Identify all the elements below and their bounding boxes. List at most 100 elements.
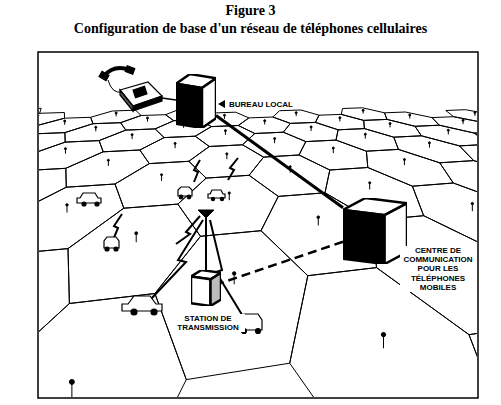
link-line — [221, 242, 343, 283]
antenna-tip — [409, 114, 411, 116]
cell-antenna — [226, 154, 227, 159]
hex-cell — [412, 183, 477, 253]
antenna-tip — [226, 153, 228, 155]
hex-cell — [99, 129, 164, 152]
cell-antenna — [333, 148, 334, 153]
node-label: CENTRE DE COMMUNICATION POUR LES TÉLÉPHO… — [400, 246, 476, 292]
cell-antenna — [296, 113, 297, 116]
antenna-tip — [223, 114, 225, 116]
antenna-tip — [332, 147, 334, 149]
cell-antenna — [175, 143, 176, 148]
antenna-tip — [69, 379, 74, 384]
figure-frame — [38, 52, 478, 398]
antenna-tip — [474, 111, 476, 113]
hex-cell — [121, 115, 174, 130]
antenna-tip — [147, 117, 149, 119]
cell-antenna — [274, 139, 275, 144]
building-block: BUREAU LOCAL — [176, 74, 216, 128]
figure-title: Figure 3 — [0, 3, 501, 19]
cell-antenna — [409, 115, 410, 118]
hex-cell — [238, 117, 290, 134]
antenna-tip — [339, 117, 341, 119]
hex-cell — [39, 108, 41, 121]
antenna-tip — [161, 174, 163, 176]
hex-cell — [474, 132, 477, 157]
box-face — [176, 84, 202, 128]
cell-antenna — [224, 115, 225, 119]
antenna-tip — [66, 204, 68, 206]
hex-cell — [115, 161, 206, 208]
cell-antenna — [116, 113, 117, 116]
hex-cell — [325, 168, 424, 221]
hex-cell — [39, 249, 69, 397]
hex-cell — [385, 112, 440, 126]
antenna-tip — [364, 133, 366, 135]
hex-cell — [283, 122, 338, 141]
hex-cell — [315, 114, 364, 129]
hex-cell — [39, 117, 93, 134]
antenna-tip — [228, 192, 230, 194]
antenna-tip — [264, 120, 266, 122]
antenna-tip — [64, 120, 66, 122]
hex-cell — [336, 129, 398, 152]
cell-antenna — [132, 135, 133, 139]
cell-antenna — [365, 134, 366, 138]
box-shape — [191, 270, 221, 306]
hex-cell — [65, 123, 126, 142]
telephone — [99, 66, 176, 111]
box-face — [202, 78, 216, 128]
radio-links — [113, 158, 244, 318]
hex-cell — [66, 150, 150, 187]
vehicles — [77, 187, 262, 334]
node-label: BUREAU LOCAL — [227, 100, 295, 109]
cell-antenna — [463, 120, 464, 124]
cell-antenna — [311, 127, 312, 131]
figure-subtitle: Configuration de base d'un réseau de tél… — [0, 21, 501, 37]
cell-antenna — [474, 112, 475, 115]
hex-cell — [39, 113, 64, 128]
antenna-mast — [198, 210, 214, 272]
hex-cell — [364, 119, 422, 137]
antenna-tip — [95, 126, 97, 128]
cell-antenna — [65, 149, 66, 154]
box-shape — [176, 74, 216, 128]
antenna-tip — [447, 129, 449, 131]
box-face — [211, 273, 222, 306]
cell-antenna — [264, 121, 265, 125]
hex-cell — [68, 204, 201, 303]
antenna-tip — [135, 232, 138, 235]
cell-antenna — [390, 124, 391, 128]
hex-cell — [366, 149, 453, 186]
cell-antenna — [147, 118, 148, 122]
antenna-tip — [403, 159, 405, 161]
antenna-tip — [389, 123, 391, 125]
node-label: STATION DE TRANSMISSION — [171, 314, 245, 332]
hex-cell — [273, 110, 319, 123]
antenna-tip — [362, 109, 364, 111]
antenna-tip — [310, 126, 312, 128]
hex-cell — [415, 125, 477, 146]
hex-cell — [440, 161, 477, 207]
cell-antenna — [95, 127, 96, 131]
box-shape — [343, 198, 407, 264]
building-block: STATION DE TRANSMISSION — [191, 270, 221, 306]
hex-cells — [39, 108, 477, 397]
hex-cell — [394, 136, 474, 163]
cell-antenna — [363, 110, 364, 113]
cell-antenna — [404, 160, 405, 166]
building-block: CENTRE DE COMMUNICATION POUR LES TÉLÉPHO… — [343, 198, 407, 264]
pointer-arrow — [218, 100, 225, 108]
cell-antenna — [64, 121, 65, 125]
box-face — [191, 276, 211, 306]
antenna-tip — [115, 112, 117, 114]
antenna-tip — [295, 112, 297, 114]
cell-antenna — [448, 130, 449, 134]
antenna-tip — [471, 202, 473, 204]
cell-antenna — [161, 175, 162, 181]
cell-antenna — [339, 118, 340, 122]
antenna-tip — [462, 119, 464, 121]
box-face — [343, 210, 385, 264]
antenna-tip — [131, 134, 133, 136]
